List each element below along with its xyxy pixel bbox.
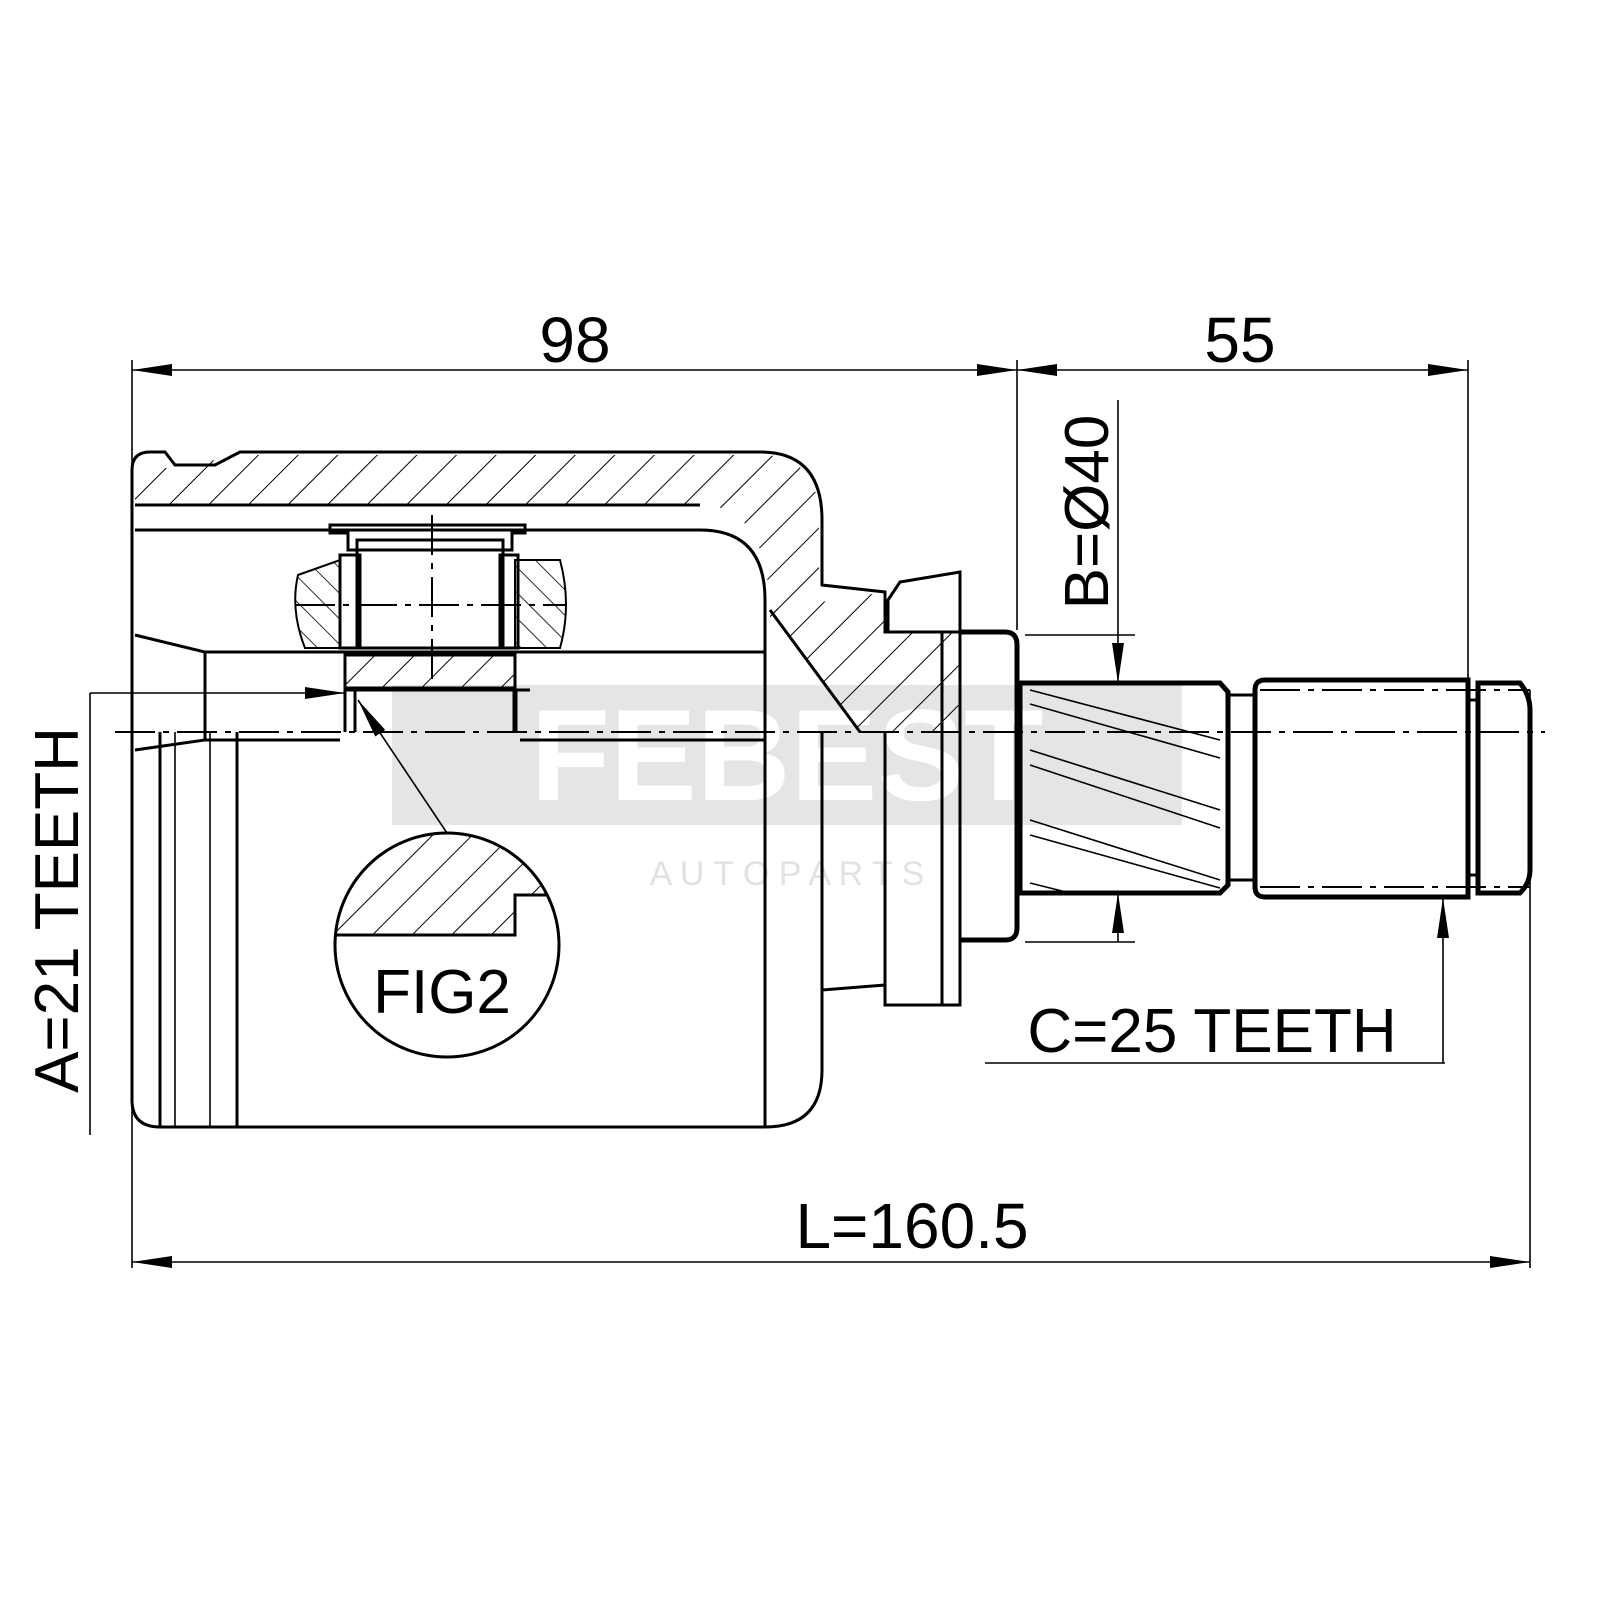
- boot-clamp: [886, 570, 962, 634]
- svg-text:FEBEST: FEBEST: [531, 682, 1044, 828]
- stub-shaft: [960, 629, 1533, 943]
- svg-text:A U T O P A R T S: A U T O P A R T S: [650, 855, 925, 893]
- housing: [130, 450, 962, 1129]
- helical-splines: [1029, 689, 1221, 894]
- dim-total-length: L=160.5: [795, 1190, 1028, 1262]
- dimensions: 98 55 L=160.5 B=Ø40 A=21 TEETH C=25 TEET…: [23, 304, 1531, 1268]
- dim-diameter-b: B=Ø40: [1053, 415, 1122, 610]
- dim-teeth-a: A=21 TEETH: [23, 727, 92, 1093]
- dim-housing-length: 98: [539, 304, 610, 376]
- fig2-label: FIG2: [373, 958, 511, 1027]
- tripod-roller: [294, 515, 567, 732]
- fig2-detail: FIG2: [333, 699, 561, 1059]
- dim-teeth-c: C=25 TEETH: [1027, 997, 1396, 1066]
- dim-shaft-length: 55: [1204, 304, 1275, 376]
